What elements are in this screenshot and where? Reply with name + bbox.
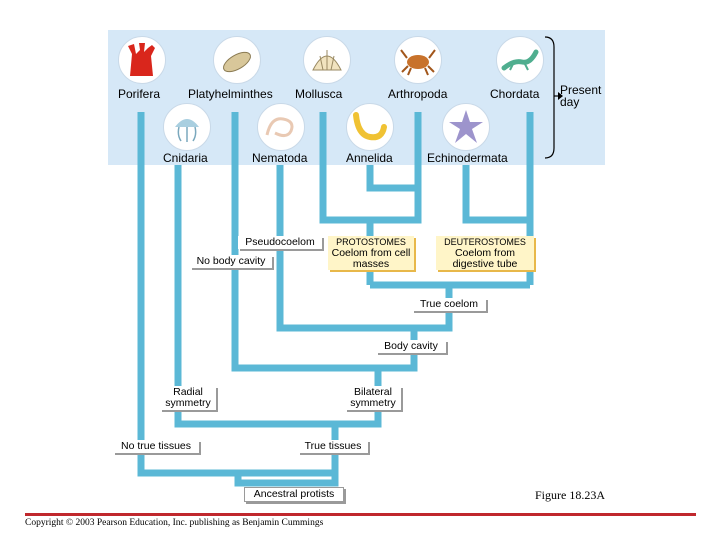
starfish-icon <box>442 103 490 151</box>
phylum-chordata: Chordata <box>490 87 540 101</box>
earthworm-icon <box>346 103 394 151</box>
phylum-annelida: Annelida <box>346 151 393 165</box>
phylum-echinodermata: Echinodermata <box>427 151 508 165</box>
deuterostomes-title: DEUTEROSTOMES <box>444 237 526 247</box>
lizard-icon <box>496 36 544 84</box>
sponge-icon <box>118 36 166 84</box>
phylum-mollusca: Mollusca <box>295 87 343 101</box>
phylum-nematoda: Nematoda <box>252 151 308 165</box>
ancestral-protists-label: Ancestral protists <box>244 487 344 502</box>
crab-icon <box>394 36 442 84</box>
clam-shell-icon <box>303 36 351 84</box>
phylum-porifera: Porifera <box>118 87 161 101</box>
protostomes-title: PROTOSTOMES <box>336 237 406 247</box>
copyright-text: Copyright © 2003 Pearson Education, Inc.… <box>25 518 324 528</box>
body-cavity-label: Body cavity <box>376 340 446 353</box>
true-tissues-label: True tissues <box>298 440 368 453</box>
present-day-label: Present day <box>560 83 602 109</box>
figure-label: Figure 18.23A <box>535 488 605 502</box>
no-body-cavity-label: No body cavity <box>190 255 272 268</box>
roundworm-icon <box>257 103 305 151</box>
deuterostomes-desc: Coelom from digestive tube <box>452 247 518 270</box>
no-true-tissues-label: No true tissues <box>113 440 199 453</box>
protostomes-desc: Coelom from cell masses <box>331 247 411 270</box>
bilateral-symmetry-label: Bilateral symmetry <box>345 386 401 410</box>
footer-divider <box>25 513 696 516</box>
jellyfish-icon <box>163 103 211 151</box>
protostomes-label: PROTOSTOMES Coelom from cell masses <box>328 236 414 270</box>
flatworm-icon <box>213 36 261 84</box>
radial-symmetry-label: Radial symmetry <box>160 386 216 410</box>
phylum-platyhelminthes: Platyhelminthes <box>188 87 273 101</box>
phylum-arthropoda: Arthropoda <box>388 87 448 101</box>
deuterostomes-label: DEUTEROSTOMES Coelom from digestive tube <box>436 236 534 270</box>
true-coelom-label: True coelom <box>412 298 486 311</box>
pseudocoelom-label: Pseudocoelom <box>238 236 322 249</box>
phylum-cnidaria: Cnidaria <box>163 151 208 165</box>
